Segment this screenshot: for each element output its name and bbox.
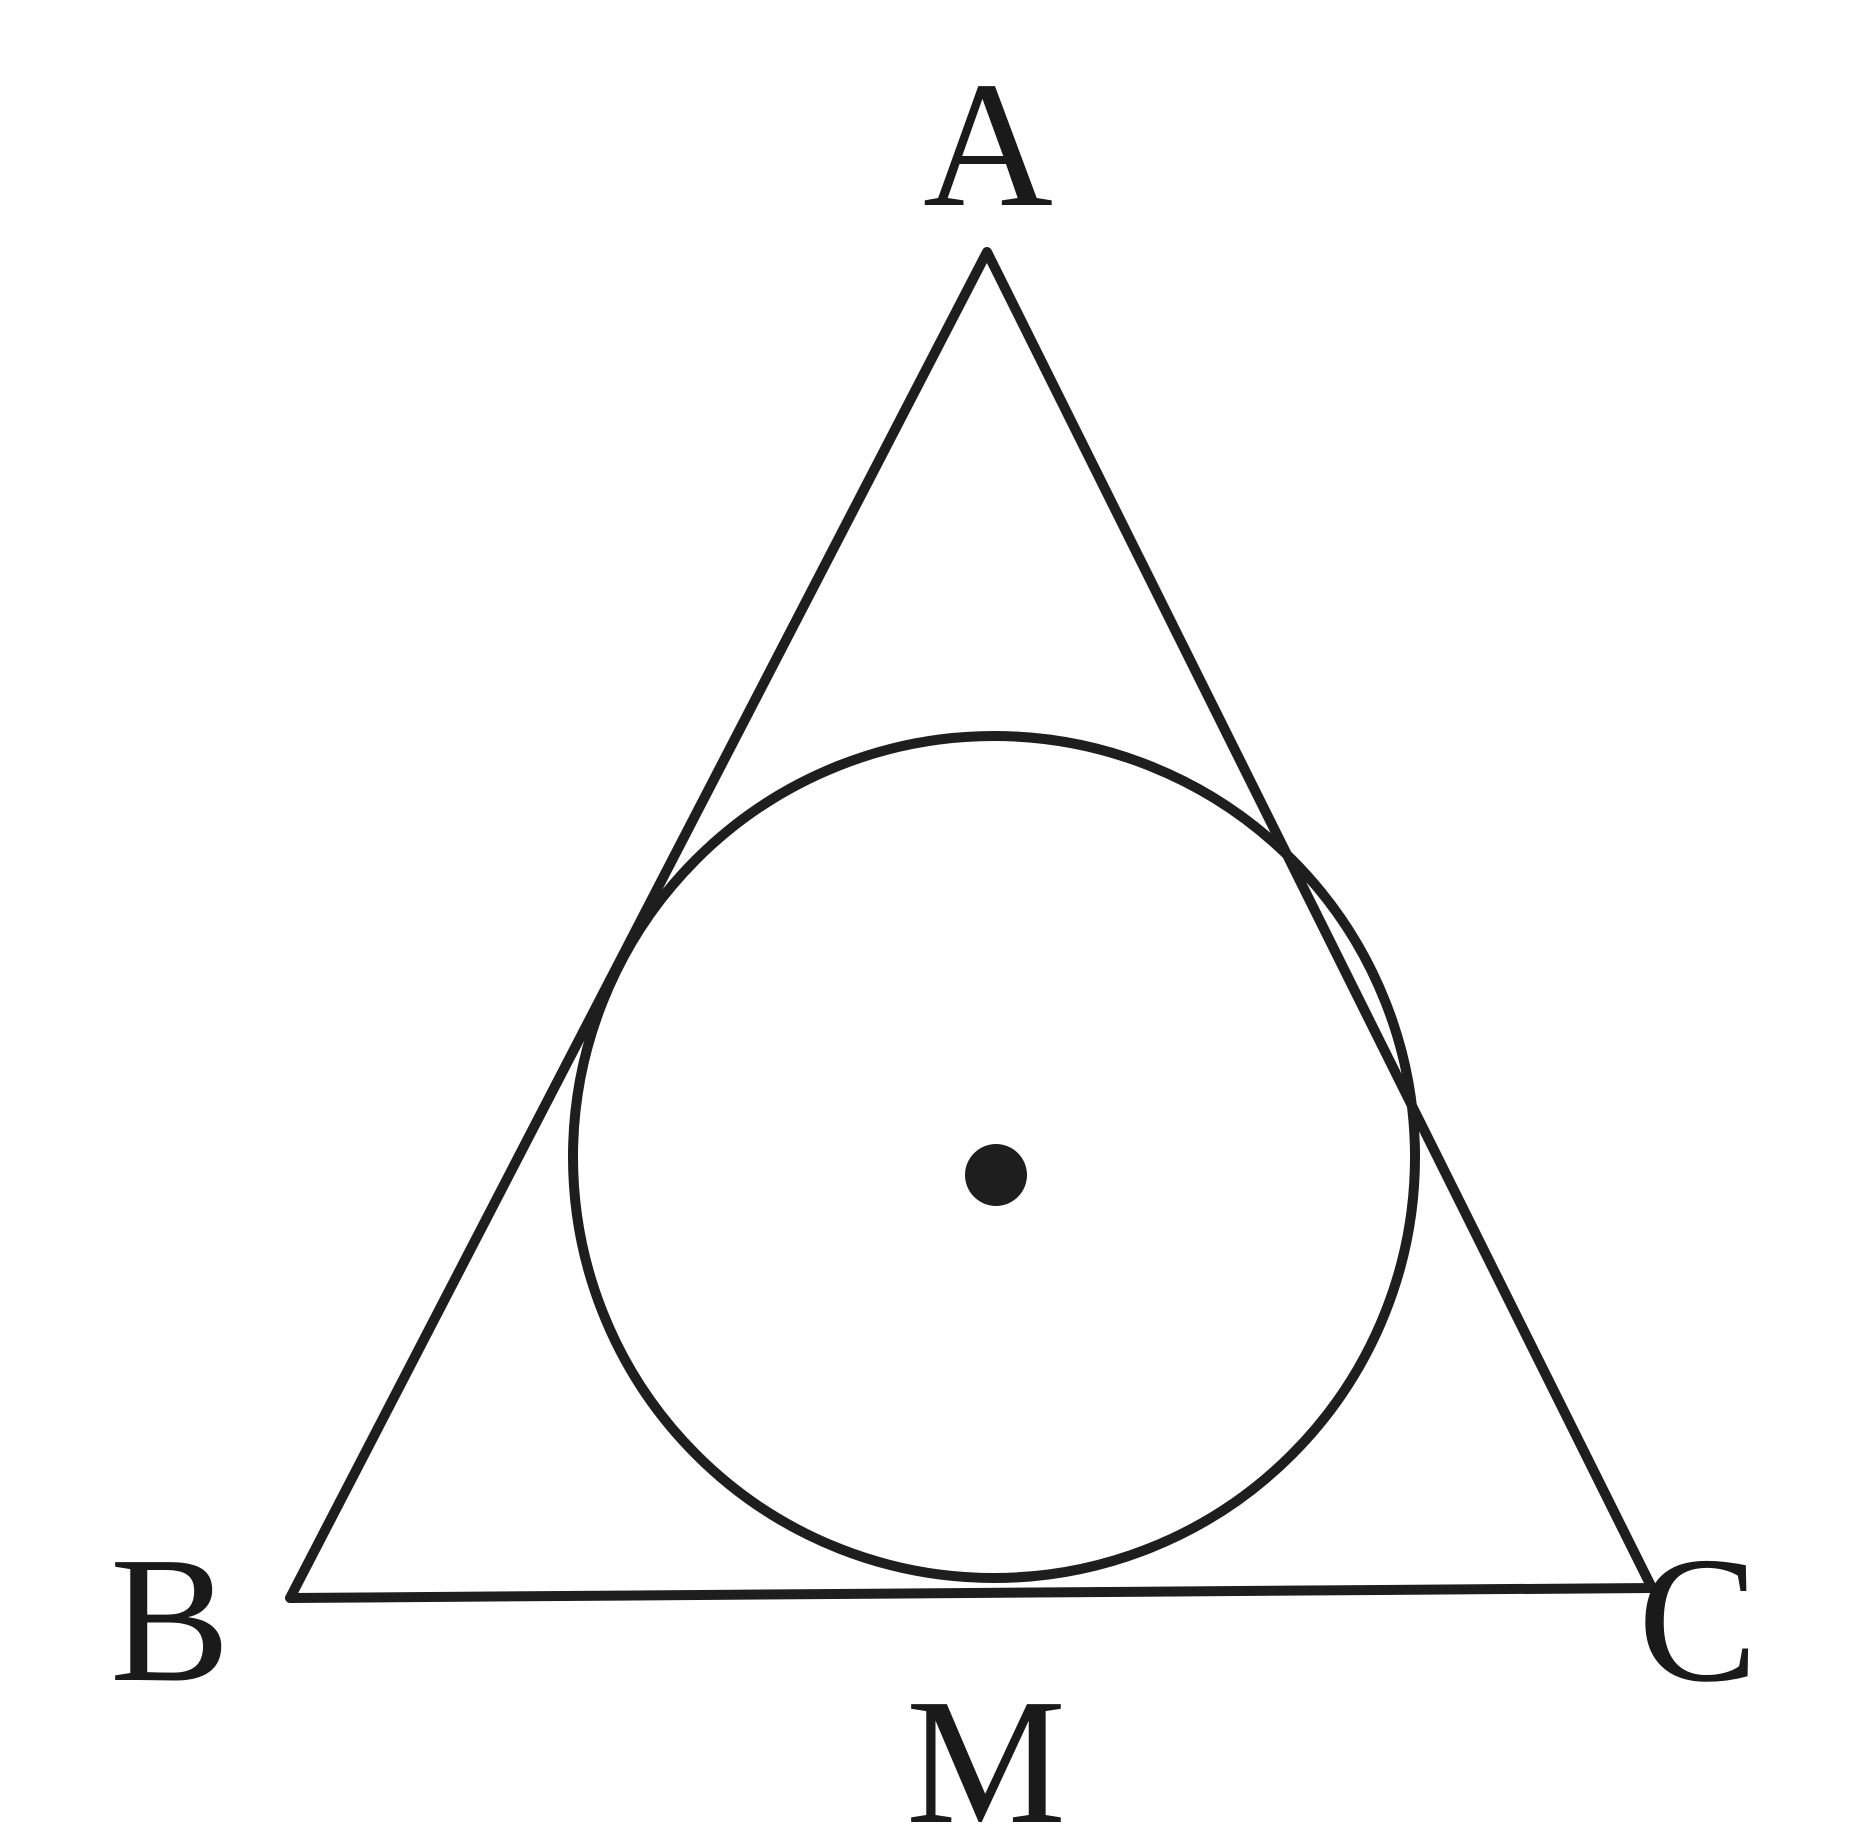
vertex-label-b: B	[110, 1520, 230, 1719]
tangent-point-label-m: M	[906, 1662, 1066, 1835]
inscribed-circle	[568, 731, 1420, 1583]
vertex-label-a: A	[923, 45, 1053, 244]
circle-center-dot	[965, 1144, 1027, 1206]
vertex-label-c: C	[1638, 1520, 1758, 1719]
triangle-abc	[285, 247, 1657, 1603]
